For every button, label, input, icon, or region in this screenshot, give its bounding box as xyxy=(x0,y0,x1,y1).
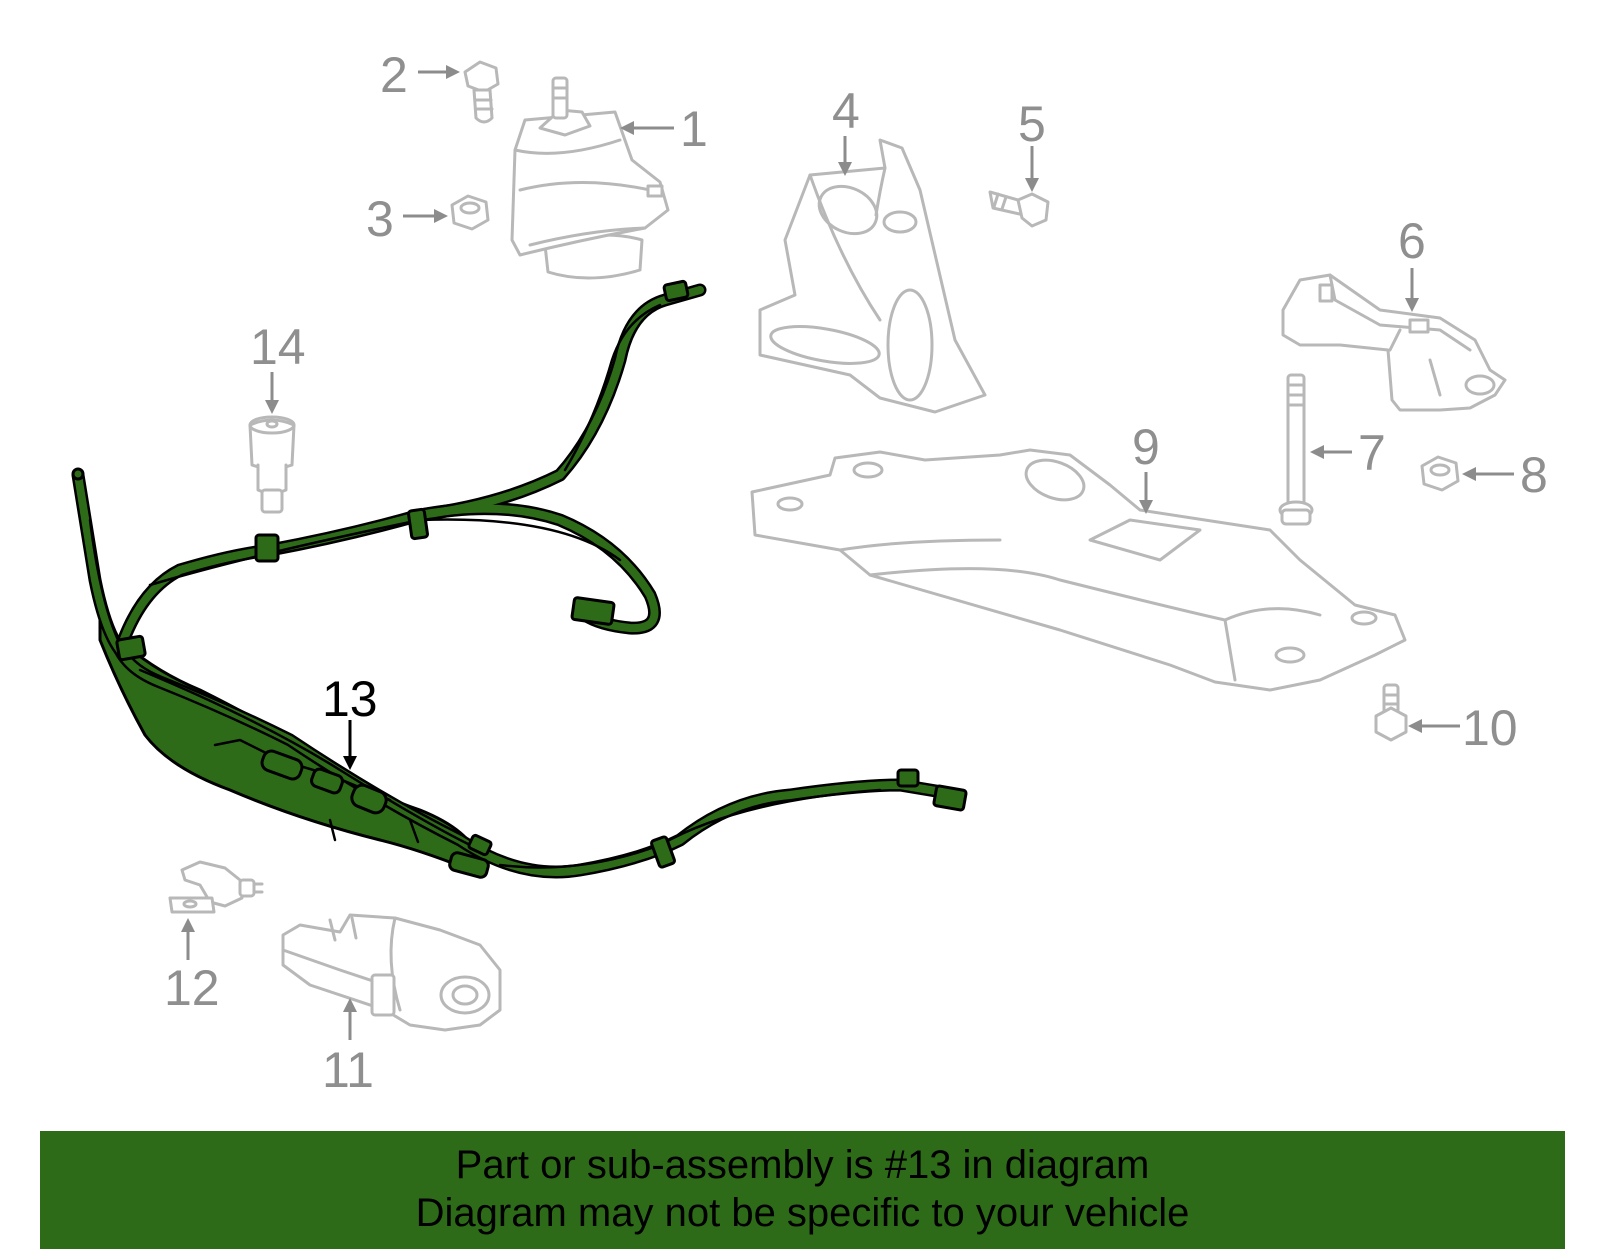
part-8-nut[interactable] xyxy=(1420,455,1460,492)
callout-label-3: 3 xyxy=(366,191,394,247)
banner-line-1: Part or sub-assembly is #13 in diagram xyxy=(455,1143,1150,1187)
callout-label-5: 5 xyxy=(1018,96,1046,152)
callout-label-7: 7 xyxy=(1358,425,1386,481)
callout-8-arrow xyxy=(1462,467,1514,481)
callout-2-arrow xyxy=(418,65,460,79)
part-3-nut[interactable] xyxy=(450,194,490,231)
callout-9-arrow xyxy=(1139,472,1153,514)
callout-label-8: 8 xyxy=(1520,447,1548,503)
part-9-crossmember[interactable] xyxy=(750,448,1407,692)
callout-13-arrow xyxy=(343,720,357,770)
callout-14-arrow xyxy=(265,372,279,414)
callout-11-arrow xyxy=(343,998,357,1040)
callout-label-9: 9 xyxy=(1132,419,1160,475)
callout-label-13: 13 xyxy=(322,671,378,727)
callout-1-arrow xyxy=(620,121,674,135)
callout-label-11: 11 xyxy=(322,1042,374,1098)
callout-7-arrow xyxy=(1310,445,1352,459)
callout-label-14: 14 xyxy=(250,319,306,375)
callout-10-arrow xyxy=(1408,719,1460,733)
part-12-solenoid[interactable] xyxy=(168,860,264,914)
part-6-transmission-mount[interactable] xyxy=(1281,273,1507,412)
callout-6-arrow xyxy=(1405,268,1419,312)
part-1-engine-mount[interactable] xyxy=(510,76,670,280)
callout-4-arrow xyxy=(838,136,852,176)
info-banner: Part or sub-assembly is #13 in diagram D… xyxy=(40,1131,1565,1249)
callout-label-10: 10 xyxy=(1462,700,1518,756)
part-13-wiring-harness[interactable] xyxy=(71,279,968,879)
part-10-bolt[interactable] xyxy=(1374,683,1408,742)
callout-label-6: 6 xyxy=(1398,213,1426,269)
part-5-bolt[interactable] xyxy=(988,190,1050,228)
callout-3-arrow xyxy=(403,209,448,223)
part-11-mount[interactable] xyxy=(281,913,502,1032)
callout-5-arrow xyxy=(1025,146,1039,192)
callout-label-4: 4 xyxy=(832,83,860,139)
part-7-long-bolt[interactable] xyxy=(1278,373,1314,526)
callout-12-arrow xyxy=(181,918,195,960)
callout-label-12: 12 xyxy=(164,960,220,1016)
part-2-bolt[interactable] xyxy=(463,60,500,124)
part-14-bushing[interactable] xyxy=(248,415,296,514)
banner-line-2: Diagram may not be specific to your vehi… xyxy=(415,1191,1190,1235)
part-4-bracket[interactable] xyxy=(758,138,987,414)
callout-label-1: 1 xyxy=(680,101,708,157)
callout-label-2: 2 xyxy=(380,47,408,103)
